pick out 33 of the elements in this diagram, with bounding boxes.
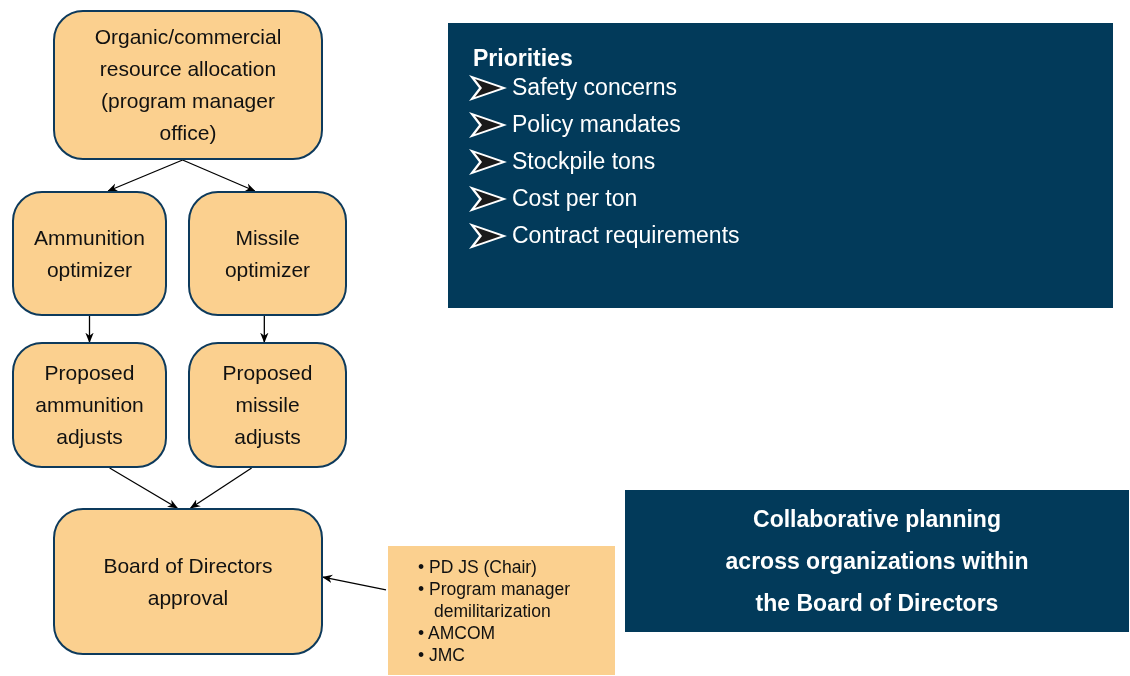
list-item: • PD JS (Chair) <box>418 555 538 578</box>
panel-text: Collaborative planning across organizations within the Board of Directors <box>724 505 1030 618</box>
process-box <box>12 191 167 316</box>
box-label: Organic/commercial resource allocation (program manager office) <box>93 24 283 146</box>
box-label: Proposed missile adjusts <box>221 360 314 450</box>
process-box <box>53 10 323 160</box>
priority-item: Cost per ton <box>512 185 638 212</box>
priority-item: Policy mandates <box>512 111 681 138</box>
box-label: Proposed ammunition adjusts <box>34 360 145 450</box>
info-panel <box>625 490 1129 632</box>
process-box <box>188 342 347 468</box>
box-label: Board of Directors approval <box>102 552 274 611</box>
process-box <box>12 342 167 468</box>
box-label: Missile optimizer <box>223 224 312 283</box>
arrow <box>322 574 387 591</box>
arrow <box>85 315 94 344</box>
process-box <box>53 508 323 655</box>
arrow <box>189 467 253 509</box>
arrow <box>109 467 179 509</box>
priority-item: Contract requirements <box>512 222 740 249</box>
list-item: • JMC <box>418 643 466 666</box>
arrow <box>260 315 269 344</box>
priorities-panel <box>448 23 1113 308</box>
list-item: • Program manager demilitarization <box>418 577 572 622</box>
box-label: Ammunition optimizer <box>33 224 146 283</box>
arrow <box>181 159 256 192</box>
priority-item: Stockpile tons <box>512 148 656 175</box>
priority-item: Safety concerns <box>512 74 677 101</box>
note-box <box>388 546 615 675</box>
list-item: • AMCOM <box>418 621 497 644</box>
arrow <box>107 159 184 192</box>
process-box <box>188 191 347 316</box>
panel-heading: Priorities <box>473 44 573 73</box>
